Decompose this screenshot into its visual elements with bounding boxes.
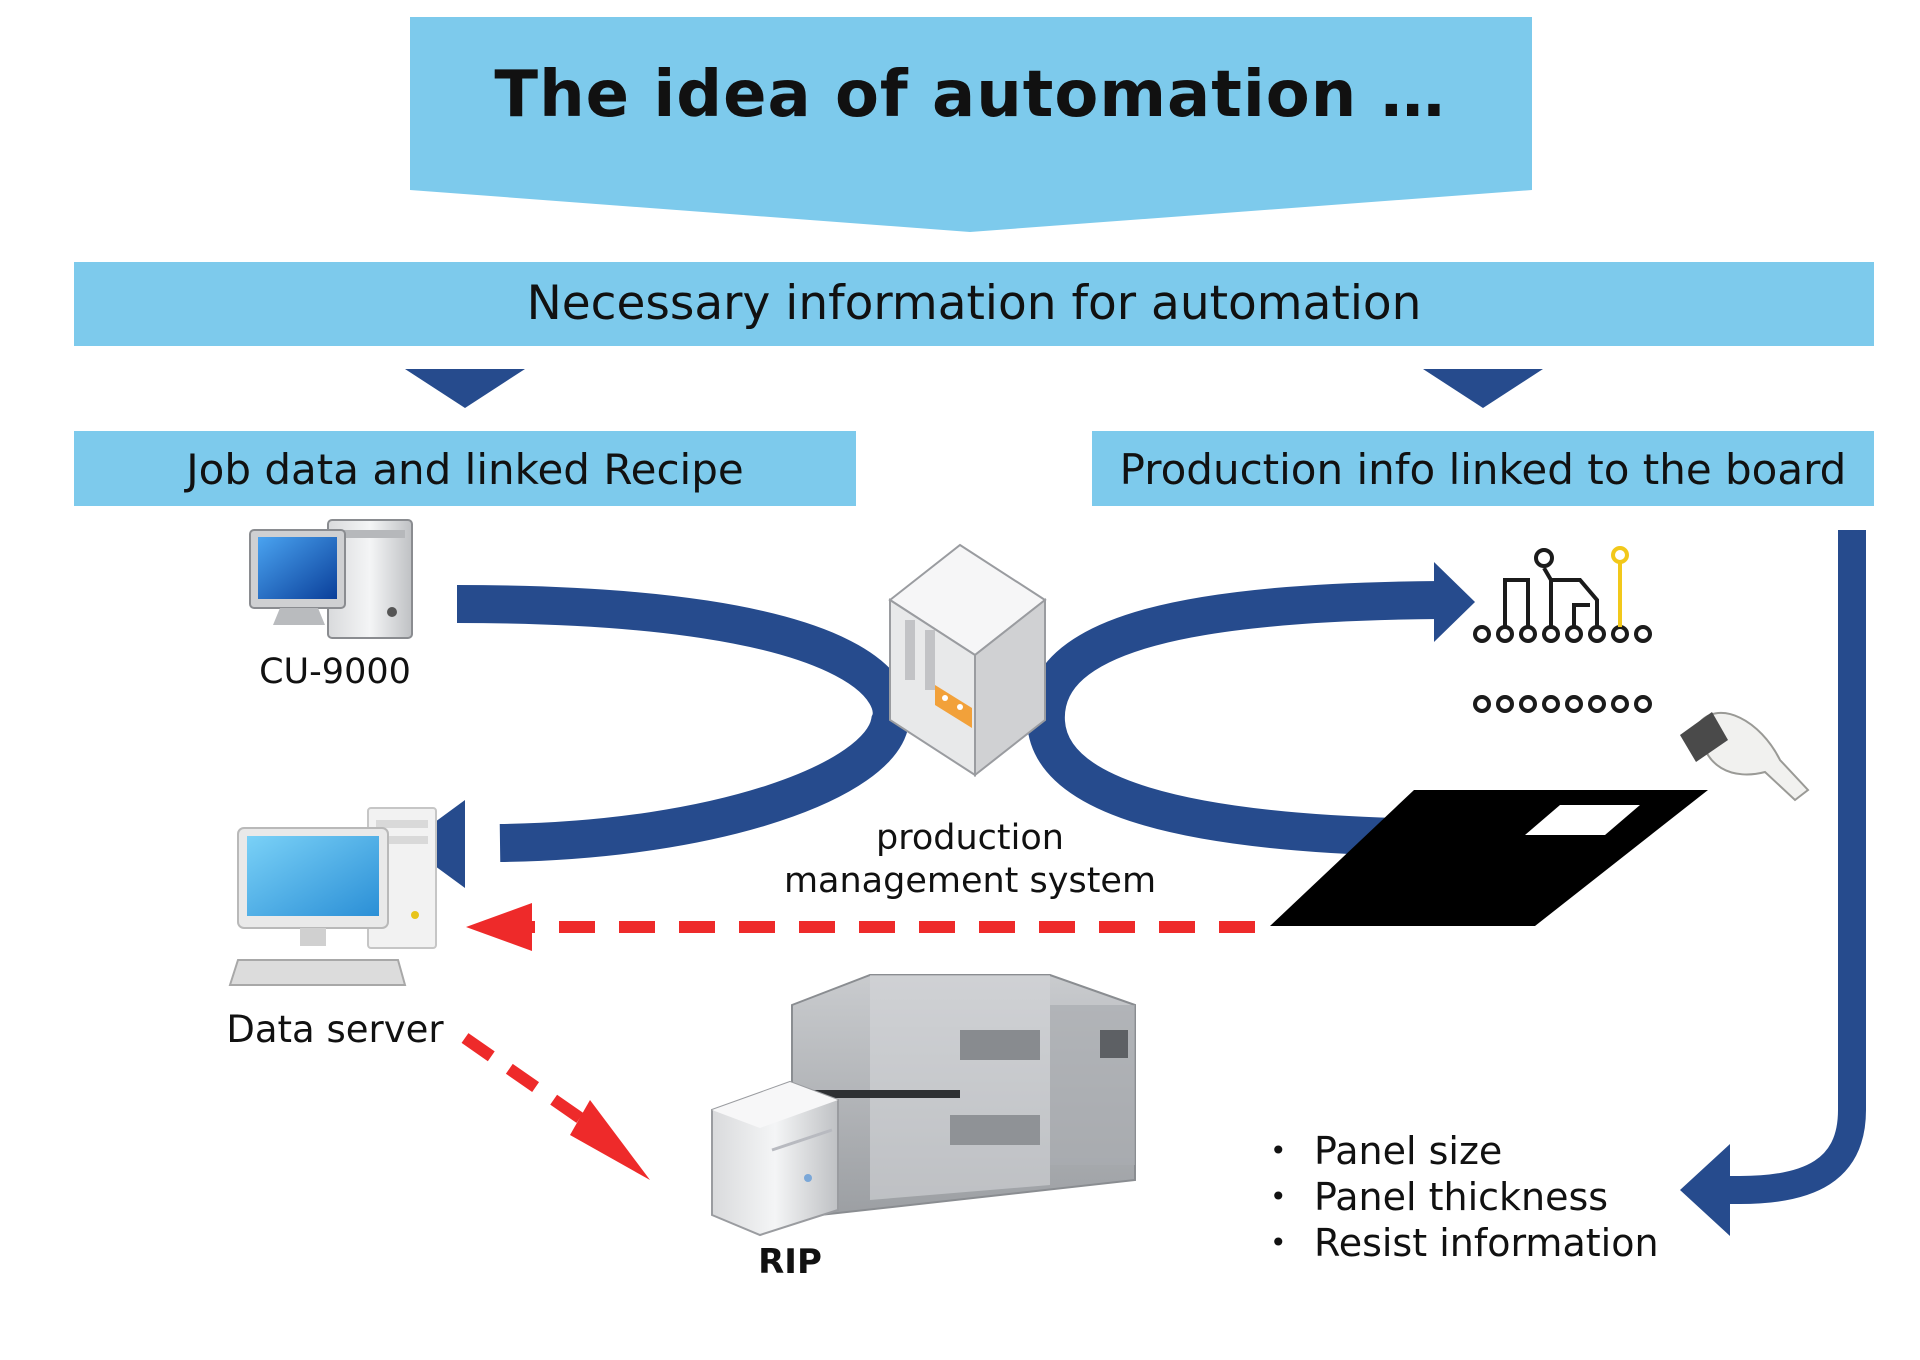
- board-to-circuit-arrowhead-icon: [1434, 562, 1475, 642]
- rip-label: RIP: [758, 1242, 822, 1282]
- left-category-box: [74, 431, 856, 506]
- board-to-server-arrowhead-icon: [466, 903, 532, 951]
- right-down-chevron-icon: [1423, 369, 1543, 408]
- exposure-machine-icon: [791, 974, 1136, 1217]
- scanner-to-bullets-flow-arrow: [1720, 530, 1866, 1204]
- board-to-circuit-flow-arrow: [1026, 581, 1474, 857]
- server-to-rip-arrowhead-icon: [570, 1100, 650, 1180]
- cu-9000-label: CU-9000: [259, 652, 411, 692]
- cu-to-server-flow-arrow: [456, 585, 911, 862]
- job-data-label: Job data and linked Recipe: [186, 445, 744, 494]
- rip-server-icon: [711, 1080, 839, 1237]
- bullet-item-panel-size: Panel size: [1262, 1128, 1659, 1174]
- pms-server-tower-icon: [888, 543, 1047, 778]
- info-bullet-list: Panel size Panel thickness Resist inform…: [1262, 1128, 1659, 1266]
- bullet-item-resist-information: Resist information: [1262, 1220, 1659, 1266]
- right-category-box: [1092, 431, 1874, 506]
- production-info-label: Production info linked to the board: [1119, 445, 1847, 494]
- panel-board-icon: [1270, 790, 1708, 926]
- title-banner: [410, 17, 1532, 232]
- pms-label: production management system: [783, 818, 1157, 901]
- left-down-chevron-icon: [405, 369, 525, 408]
- subtitle-label: Necessary information for automation: [526, 276, 1422, 331]
- data-server-label: Data server: [226, 1008, 444, 1051]
- data-server-computer-icon: [228, 807, 437, 986]
- server-to-rip-dashed-arrow: [461, 1033, 584, 1123]
- cu-9000-computer-icon: [249, 519, 413, 639]
- barcode-scanner-icon: [1680, 711, 1810, 802]
- bullets-arrowhead-icon: [1680, 1144, 1730, 1236]
- bullet-item-panel-thickness: Panel thickness: [1262, 1174, 1659, 1220]
- page-title: The idea of automation …: [494, 58, 1446, 132]
- circuit-trace-icon: [1473, 546, 1652, 713]
- subtitle-banner: [74, 262, 1874, 346]
